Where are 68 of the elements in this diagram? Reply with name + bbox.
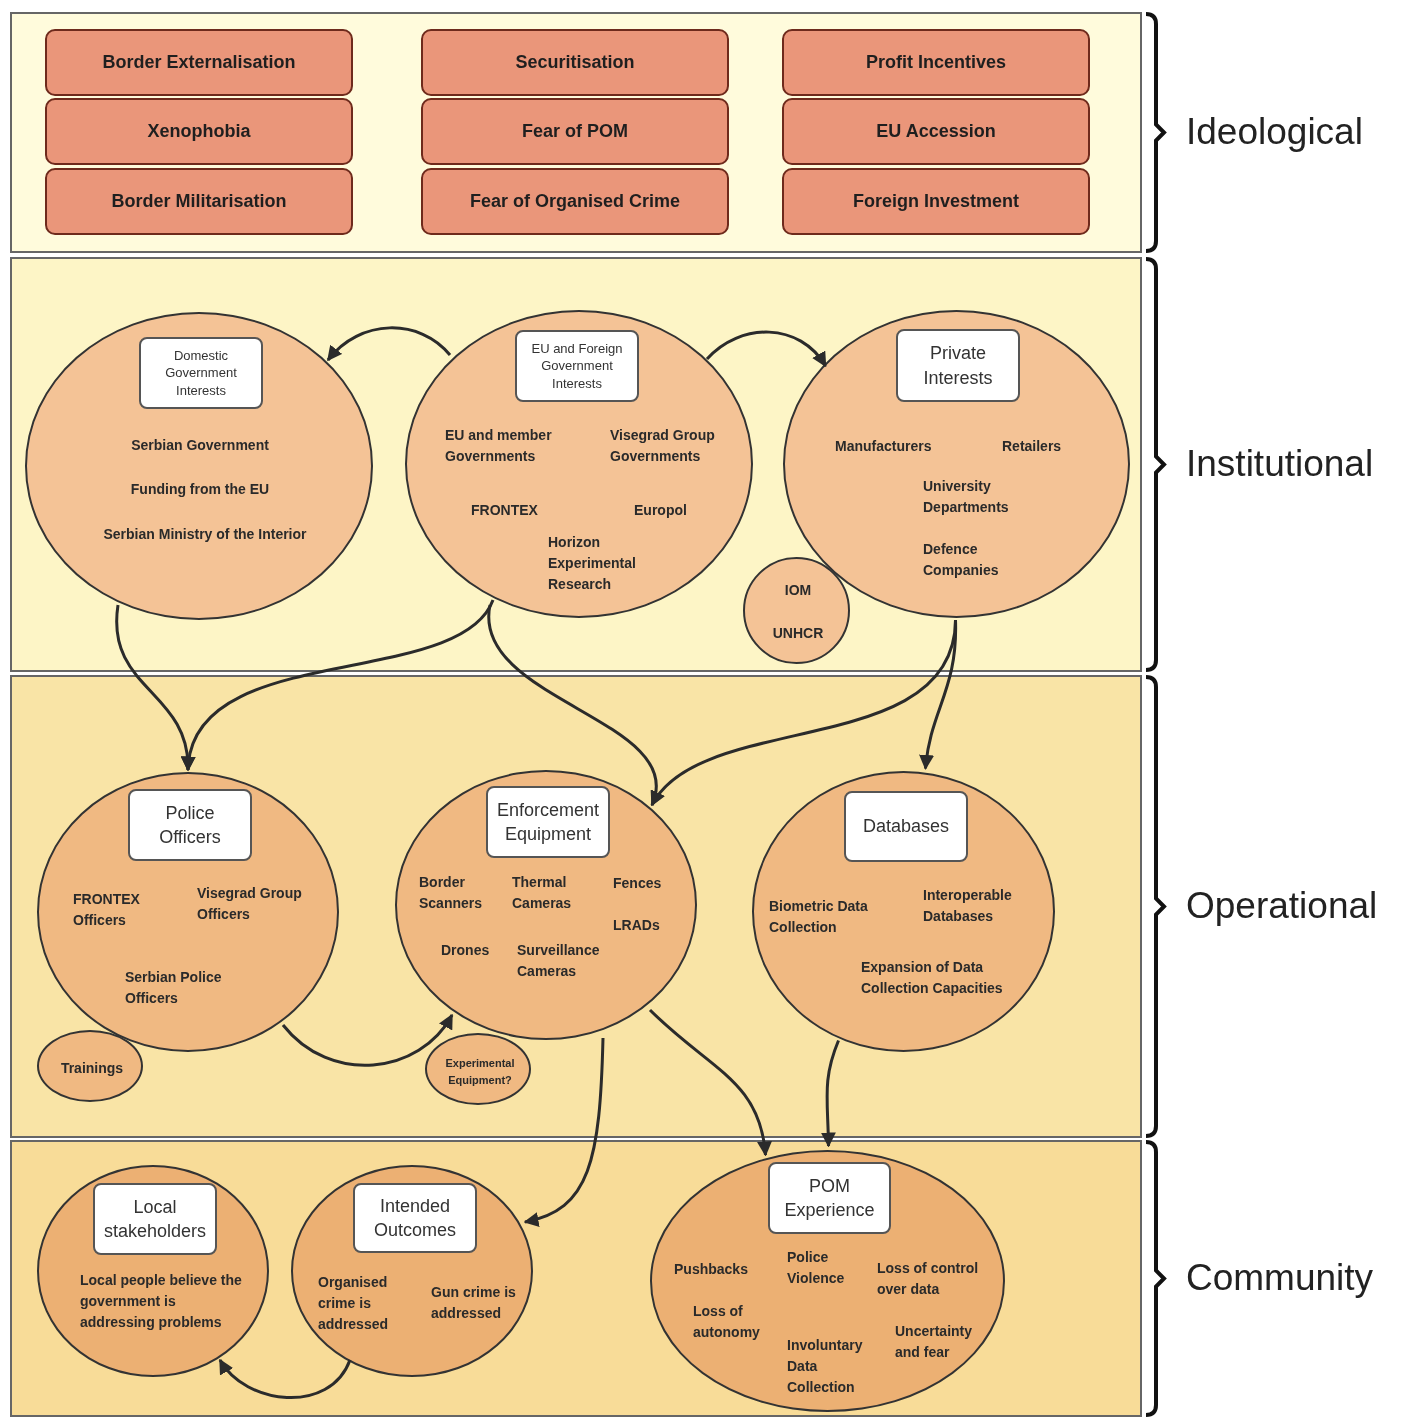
layer-label: Operational bbox=[1186, 886, 1378, 924]
item-text: Uncertainty and fear bbox=[895, 1322, 974, 1362]
layer-label: Institutional bbox=[1186, 444, 1374, 482]
item-text: Serbian Government bbox=[130, 436, 270, 455]
item-text: Loss of autonomy bbox=[693, 1302, 761, 1342]
item-text: Involuntary Data Collection bbox=[787, 1336, 864, 1397]
factor-box: Fear of POM bbox=[421, 98, 729, 165]
factor-box: Border Militarisation bbox=[45, 168, 353, 235]
layer-label: Community bbox=[1186, 1258, 1374, 1296]
item-text: Surveillance Cameras bbox=[517, 941, 601, 981]
item-text: Trainings bbox=[59, 1059, 125, 1078]
item-text: IOM bbox=[783, 581, 813, 600]
item-text: Experimental Equipment? bbox=[444, 1056, 516, 1088]
item-text: Serbian Ministry of the Interior bbox=[102, 525, 308, 544]
heading-box: Private Interests bbox=[896, 329, 1020, 402]
item-text: Police Violence bbox=[787, 1248, 846, 1288]
item-text: Manufacturers bbox=[835, 437, 933, 456]
arrow bbox=[183, 599, 495, 772]
item-text: Loss of control over data bbox=[877, 1259, 980, 1299]
item-text: Visegrad Group Officers bbox=[197, 884, 303, 924]
factor-box: Profit Incentives bbox=[782, 29, 1090, 96]
item-text: FRONTEX Officers bbox=[73, 890, 141, 930]
item-text: Fences bbox=[613, 874, 663, 893]
item-text: Local people believe the government is addressing problems bbox=[80, 1271, 243, 1332]
arrow bbox=[326, 326, 452, 362]
arrow bbox=[648, 1008, 772, 1157]
item-text: UNHCR bbox=[771, 624, 825, 643]
heading-box: Enforcement Equipment bbox=[486, 786, 610, 858]
item-text: Thermal Cameras bbox=[512, 873, 573, 913]
item-text: Visegrad Group Governments bbox=[610, 426, 716, 466]
item-text: Funding from the EU bbox=[129, 480, 271, 499]
item-text: FRONTEX bbox=[471, 501, 539, 520]
factor-box: Fear of Organised Crime bbox=[421, 168, 729, 235]
item-text: Horizon Experimental Research bbox=[548, 533, 637, 594]
item-text: Drones bbox=[441, 941, 491, 960]
factor-box: EU Accession bbox=[782, 98, 1090, 165]
layer-label: Ideological bbox=[1186, 112, 1363, 150]
factor-box: Border Externalisation bbox=[45, 29, 353, 96]
heading-box: Intended Outcomes bbox=[353, 1183, 477, 1253]
factor-box: Securitisation bbox=[421, 29, 729, 96]
item-text: Organised crime is addressed bbox=[318, 1273, 390, 1334]
item-text: Interoperable Databases bbox=[923, 886, 1013, 926]
item-text: Retailers bbox=[1002, 437, 1063, 456]
item-text: Expansion of Data Collection Capacities bbox=[861, 958, 1004, 998]
item-text: EU and member Governments bbox=[445, 426, 553, 466]
heading-box: POM Experience bbox=[768, 1162, 891, 1234]
item-text: Europol bbox=[634, 501, 688, 520]
item-text: Biometric Data Collection bbox=[769, 897, 869, 937]
heading-box: Local stakeholders bbox=[93, 1183, 217, 1255]
item-text: LRADs bbox=[613, 916, 661, 935]
item-text: Pushbacks bbox=[674, 1260, 749, 1279]
arrow bbox=[523, 1037, 605, 1226]
arrow bbox=[281, 1013, 454, 1067]
arrow bbox=[218, 1358, 352, 1399]
item-text: Defence Companies bbox=[923, 540, 1000, 580]
item-text: Serbian Police Officers bbox=[125, 968, 223, 1008]
factor-box: Foreign Investment bbox=[782, 168, 1090, 235]
heading-box: EU and Foreign Government Interests bbox=[515, 330, 639, 402]
heading-box: Police Officers bbox=[128, 789, 252, 861]
arrow bbox=[705, 330, 827, 368]
heading-box: Domestic Government Interests bbox=[139, 337, 263, 409]
arrow bbox=[919, 620, 957, 770]
factor-box: Xenophobia bbox=[45, 98, 353, 165]
item-text: Gun crime is addressed bbox=[431, 1283, 517, 1323]
item-text: Border Scanners bbox=[419, 873, 484, 913]
item-text: University Departments bbox=[923, 477, 1010, 517]
heading-box: Databases bbox=[844, 791, 968, 862]
arrow bbox=[820, 1039, 840, 1148]
